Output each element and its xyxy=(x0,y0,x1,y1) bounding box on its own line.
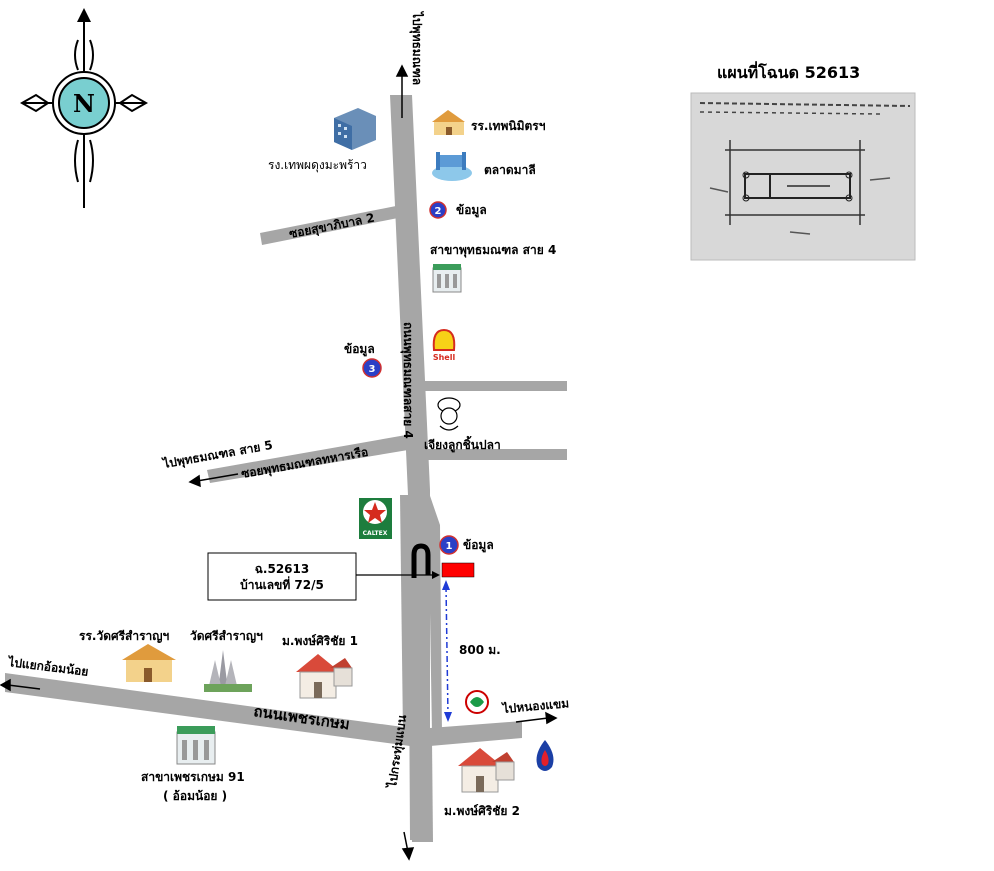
label-info-3: ข้อมูล xyxy=(344,342,375,357)
house-icon-2 xyxy=(458,748,515,793)
callout-address: บ้านเลขที่ 72/5 xyxy=(240,576,324,592)
svg-text:1: 1 xyxy=(446,541,453,552)
label-school-wat: รร.วัดศรีสำราญฯ xyxy=(79,629,170,643)
market-icon xyxy=(432,152,472,181)
road-soi-sukhaphiban-2 xyxy=(260,206,398,245)
chef-icon xyxy=(437,397,461,431)
road-spur-2 xyxy=(418,449,567,460)
label-temple: วัดศรีสำราญฯ xyxy=(190,629,263,643)
bank-logo-icon xyxy=(465,690,489,714)
road-south xyxy=(410,740,433,842)
distance-indicator xyxy=(442,580,452,722)
road-phetkasem-east xyxy=(430,721,522,746)
u-turn-arrow xyxy=(411,543,431,578)
label-village-2: ม.พงษ์ศิริชัย 2 xyxy=(444,804,520,818)
road-lane-right xyxy=(428,490,442,735)
property-callout: ฉ.52613 บ้านเลขที่ 72/5 xyxy=(207,552,440,601)
property-marker xyxy=(441,562,475,578)
callout-deed: ฉ.52613 xyxy=(255,562,309,576)
hospital-building-icon xyxy=(334,108,376,150)
info-point-1: 1 xyxy=(439,535,459,555)
school-wat-icon xyxy=(122,644,176,682)
label-fishball-shop: เจียงลูกชิ้นปลา xyxy=(424,435,501,453)
label-market: ตลาดมาลี xyxy=(484,163,536,177)
label-branch-phuttha: สาขาพุทธมณฑล สาย 4 xyxy=(430,243,556,258)
house-icon-1 xyxy=(296,654,353,699)
compass: N xyxy=(19,8,149,208)
shell-logo-icon: Shell xyxy=(432,328,456,362)
road-spur-1 xyxy=(416,381,567,391)
school-icon xyxy=(432,110,465,135)
temple-icon xyxy=(204,650,252,692)
compass-glyph: N xyxy=(73,89,95,118)
label-branch-phet-sub: ( อ้อมน้อย ) xyxy=(163,789,227,803)
distance-label: 800 ม. xyxy=(459,643,501,657)
svg-text:2: 2 xyxy=(435,206,442,217)
bank-branch-phet-icon xyxy=(176,726,216,765)
roads xyxy=(5,95,567,842)
compass-arrow-icon xyxy=(77,8,91,22)
road-phetkasem xyxy=(5,673,410,746)
label-branch-phet: สาขาเพชรเกษม 91 xyxy=(141,770,245,784)
label-to-krathum-baen: ไปกระทุ่มแบน xyxy=(384,713,410,790)
info-point-2: 2 xyxy=(429,201,447,219)
label-soi-sukhaphiban: ซอยสุขาภิบาล 2 xyxy=(288,211,376,242)
caltex-logo-icon: CALTEX xyxy=(359,498,392,539)
label-village-1: ม.พงษ์ศิริชัย 1 xyxy=(282,634,358,648)
road-arrows xyxy=(0,64,558,861)
map-title: แผนที่โฉนด 52613 xyxy=(717,61,860,82)
label-phutthamonthon-4: ถนนพุทธมณฑลสาย 4 xyxy=(400,322,415,439)
road-lane-left xyxy=(400,495,413,735)
road-phutthamonthon-4 xyxy=(390,95,430,840)
label-hospital: รง.เทพผดุงมะพร้าว xyxy=(268,158,367,173)
label-info-1: ข้อมูล xyxy=(463,538,494,553)
deed-sketch-image xyxy=(690,92,916,261)
road-soi-navy xyxy=(207,435,408,483)
ptt-logo-icon xyxy=(536,740,554,771)
label-school-thep: รร.เทพนิมิตรฯ xyxy=(471,119,546,133)
label-info-2: ข้อมูล xyxy=(456,203,487,218)
svg-text:Shell: Shell xyxy=(433,353,456,362)
info-point-3: 3 xyxy=(362,358,382,378)
svg-text:3: 3 xyxy=(369,364,376,375)
svg-text:CALTEX: CALTEX xyxy=(363,530,388,537)
label-to-nong-khaem: ไปหนองแขม xyxy=(500,695,570,716)
bank-branch-icon xyxy=(432,264,462,293)
label-to-phutthamonthon: ไปพุทธมณฑล xyxy=(409,10,425,85)
